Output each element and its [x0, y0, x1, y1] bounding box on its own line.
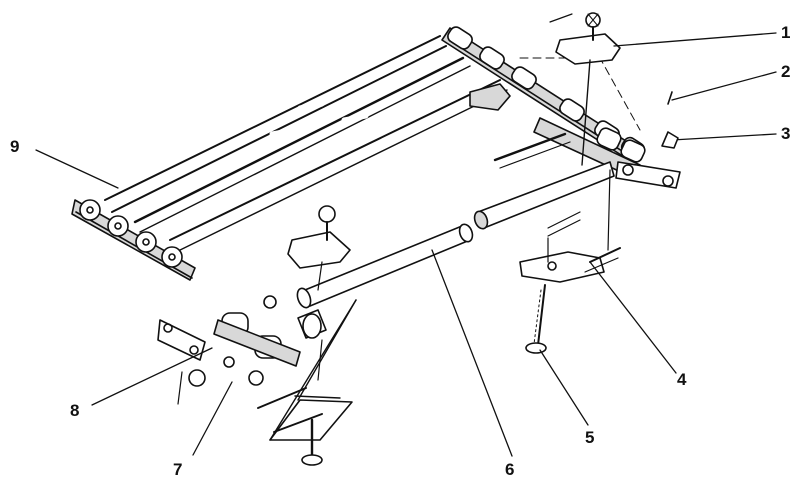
upper-clamp: [549, 12, 621, 166]
callout-8: 8: [70, 401, 80, 420]
near-chain: [71, 199, 196, 281]
right-chain: [493, 117, 681, 189]
callout-1: 1: [781, 23, 791, 42]
lower-left-clamp: [257, 299, 357, 466]
left-link-assembly: [157, 295, 301, 405]
callout-7: 7: [173, 460, 183, 479]
far-chain: [441, 26, 646, 163]
leader-lines: [35, 32, 777, 457]
lower-right-clamp: [519, 169, 621, 354]
callout-6: 6: [505, 460, 515, 479]
callout-2: 2: [781, 62, 791, 81]
callout-4: 4: [677, 370, 687, 389]
main-tube: [296, 161, 615, 339]
tube-clamp: [287, 205, 351, 291]
cross-rods: [104, 35, 508, 253]
cotter-pin: [667, 91, 673, 105]
callout-5: 5: [585, 428, 595, 447]
callout-3: 3: [781, 124, 791, 143]
hex-nut: [661, 131, 679, 149]
far-bracket: [469, 83, 511, 111]
callout-9: 9: [10, 137, 20, 156]
